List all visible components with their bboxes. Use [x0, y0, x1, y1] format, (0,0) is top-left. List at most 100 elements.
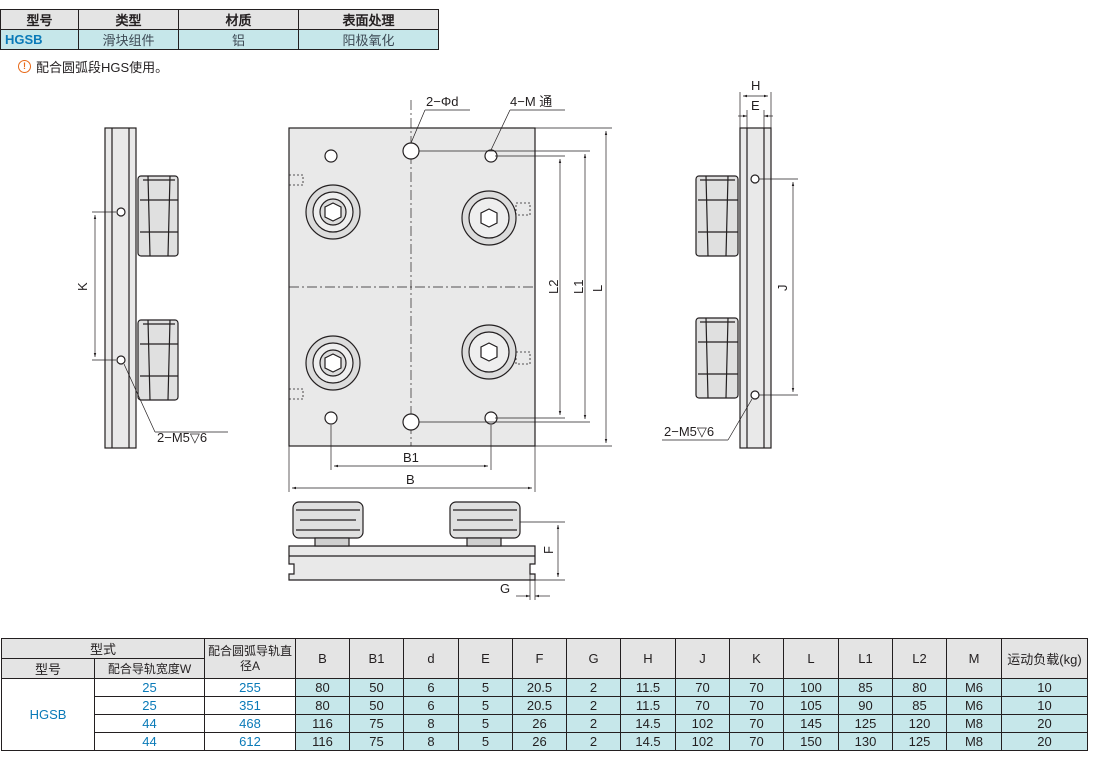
- value-cell: M6: [946, 678, 1002, 697]
- rail-width-cell: 44: [94, 714, 205, 733]
- value-cell: 85: [838, 678, 893, 697]
- value-cell: 50: [349, 678, 404, 697]
- value-cell: 105: [783, 696, 839, 715]
- front-plate-view: [288, 100, 536, 447]
- col-b1: B1: [349, 638, 404, 679]
- left-side-view: [92, 127, 228, 449]
- usage-note-text: 配合圆弧段HGS使用。: [36, 60, 169, 75]
- value-cell: 20: [1001, 714, 1088, 733]
- value-cell: 5: [458, 696, 513, 715]
- value-cell: 150: [783, 732, 839, 751]
- value-cell: 125: [838, 714, 893, 733]
- value-cell: 130: [838, 732, 893, 751]
- sub-header-width: 配合导轨宽度W: [94, 658, 205, 679]
- dim-j-label: J: [775, 285, 790, 292]
- table-header-row-2: 型号 配合导轨宽度W: [1, 658, 1088, 679]
- value-cell: 80: [295, 696, 350, 715]
- value-cell: 26: [512, 714, 567, 733]
- value-cell: 2: [566, 696, 621, 715]
- spec-table: 型号 类型 材质 表面处理 HGSB 滑块组件 铝 阳极氧化: [0, 9, 439, 50]
- value-cell: 102: [675, 732, 730, 751]
- spec-header-type: 类型: [78, 9, 179, 30]
- value-cell: 20.5: [512, 696, 567, 715]
- col-b: B: [295, 638, 350, 679]
- value-cell: 80: [295, 678, 350, 697]
- value-cell: 145: [783, 714, 839, 733]
- arc-header: 配合圆弧导轨直径A: [204, 638, 296, 679]
- dim-l-label: L: [590, 285, 605, 292]
- right-side-view: [695, 127, 772, 449]
- spec-header-row: 型号 类型 材质 表面处理: [0, 9, 439, 30]
- rail-width-cell: 44: [94, 732, 205, 751]
- value-cell: 8: [403, 714, 459, 733]
- arc-diameter-cell: 351: [204, 696, 296, 715]
- spec-finish: 阳极氧化: [298, 29, 439, 50]
- arc-diameter-cell: 255: [204, 678, 296, 697]
- value-cell: 5: [458, 678, 513, 697]
- value-cell: M8: [946, 732, 1002, 751]
- col-j: J: [675, 638, 730, 679]
- value-cell: 116: [295, 732, 350, 751]
- value-cell: 75: [349, 714, 404, 733]
- m5-left-label: 2−M5▽6: [157, 430, 207, 445]
- col-k: K: [729, 638, 784, 679]
- group-header: 型式: [1, 638, 205, 659]
- value-cell: 70: [675, 678, 730, 697]
- value-cell: 102: [675, 714, 730, 733]
- col-l1: L1: [838, 638, 893, 679]
- value-cell: 14.5: [620, 714, 676, 733]
- model-cell: HGSB: [1, 678, 95, 751]
- value-cell: 14.5: [620, 732, 676, 751]
- value-cell: 11.5: [620, 696, 676, 715]
- value-cell: 8: [403, 732, 459, 751]
- col-d: d: [403, 638, 459, 679]
- value-cell: 11.5: [620, 678, 676, 697]
- spec-material: 铝: [178, 29, 299, 50]
- dim-k-label: K: [75, 282, 90, 291]
- value-cell: 70: [729, 696, 784, 715]
- right-dimensions: [662, 92, 798, 441]
- bottom-view: [288, 501, 536, 581]
- spec-header-material: 材质: [178, 9, 299, 30]
- technical-drawing: K 2−M5▽6: [75, 80, 798, 600]
- col-l2: L2: [892, 638, 947, 679]
- value-cell: 2: [566, 714, 621, 733]
- col-f: F: [512, 638, 567, 679]
- value-cell: 10: [1001, 678, 1088, 697]
- table-header-row-1: 型式 配合圆弧导轨直径A B B1 d E F G H J K L L1 L2 …: [1, 638, 1088, 679]
- bottom-dimensions: [516, 521, 565, 600]
- dim-b1-label: B1: [403, 450, 419, 465]
- value-cell: 100: [783, 678, 839, 697]
- spec-row: HGSB 滑块组件 铝 阳极氧化: [0, 29, 439, 50]
- col-l: L: [783, 638, 839, 679]
- col-load: 运动负载(kg): [1001, 638, 1088, 679]
- value-cell: 2: [566, 732, 621, 751]
- value-cell: 5: [458, 714, 513, 733]
- value-cell: 70: [729, 714, 784, 733]
- value-cell: 50: [349, 696, 404, 715]
- hole-d-label: 2−Φd: [426, 94, 458, 109]
- value-cell: 116: [295, 714, 350, 733]
- value-cell: 20.5: [512, 678, 567, 697]
- value-cell: 70: [675, 696, 730, 715]
- value-cell: 70: [729, 678, 784, 697]
- spec-header-finish: 表面处理: [298, 9, 439, 30]
- arc-diameter-cell: 612: [204, 732, 296, 751]
- dim-f-label: F: [541, 546, 556, 554]
- col-m: M: [946, 638, 1002, 679]
- spec-header-model: 型号: [0, 9, 79, 30]
- value-cell: 85: [892, 696, 947, 715]
- front-dimensions: [288, 109, 612, 492]
- col-e: E: [458, 638, 513, 679]
- arc-diameter-cell: 468: [204, 714, 296, 733]
- value-cell: 20: [1001, 732, 1088, 751]
- hole-m-label: 4−M 通: [510, 94, 552, 109]
- value-cell: M8: [946, 714, 1002, 733]
- dim-b-label: B: [406, 472, 415, 487]
- value-cell: 125: [892, 732, 947, 751]
- rail-width-cell: 25: [94, 678, 205, 697]
